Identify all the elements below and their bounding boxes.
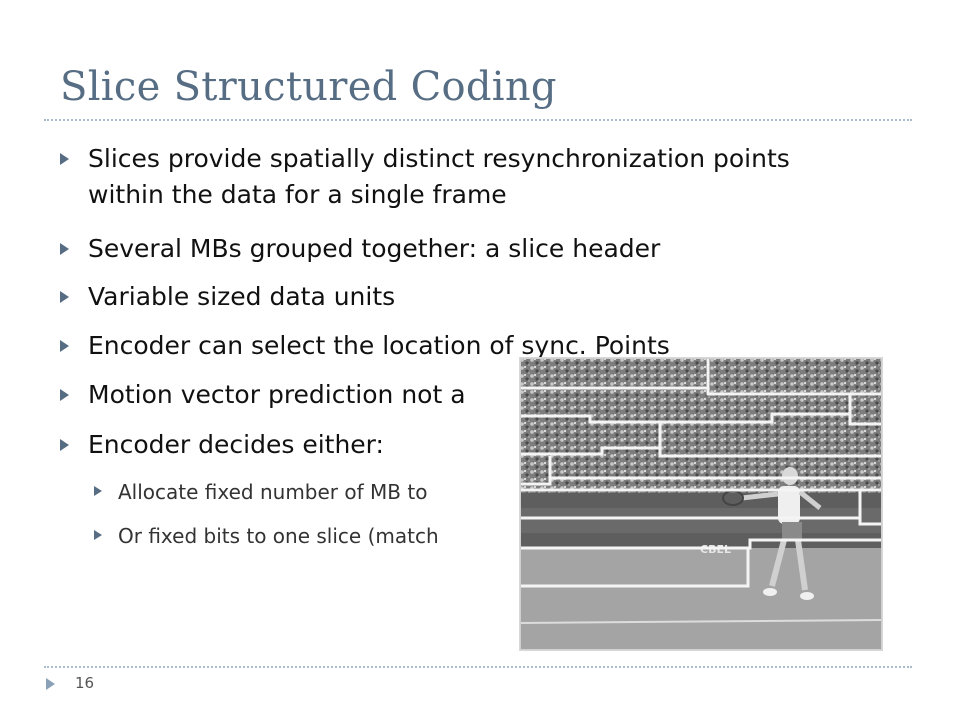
bullet-text: within the data for a single frame (88, 180, 507, 209)
footer-triangle-icon (46, 678, 55, 690)
bullet-text: Encoder decides either: (88, 430, 384, 459)
bullet-text: Motion vector prediction not a (88, 380, 466, 409)
sub-bullet-triangle-icon (94, 486, 102, 496)
sub-bullet-triangle-icon (94, 530, 102, 540)
bullet-item: Encoder can select the location of sync.… (60, 328, 670, 364)
court-line (520, 619, 882, 624)
bullet-triangle-icon (60, 243, 69, 255)
tennis-frame-image: CBEL (520, 358, 882, 650)
sub-bullet-item: Or fixed bits to one slice (match (94, 522, 439, 550)
bullet-item: Motion vector prediction not a (60, 377, 466, 413)
bullet-item: Several MBs grouped together: a slice he… (60, 231, 661, 267)
bullet-triangle-icon (60, 291, 69, 303)
slide-title: Slice Structured Coding (60, 64, 557, 110)
bullet-text: Variable sized data units (88, 282, 396, 311)
sub-bullet-text: Or fixed bits to one slice (match (118, 524, 439, 548)
bullet-triangle-icon (60, 153, 69, 165)
bullet-text: Several MBs grouped together: a slice he… (88, 234, 661, 263)
slice-boundaries (520, 358, 882, 588)
bullet-triangle-icon (60, 340, 69, 352)
footer-divider (44, 666, 912, 668)
bullet-text: Encoder can select the location of sync.… (88, 331, 670, 360)
bullet-item: Encoder decides either: (60, 427, 384, 463)
bullet-item: Variable sized data units (60, 279, 396, 315)
bullet-item: Slices provide spatially distinct resync… (60, 141, 790, 213)
bullet-text: Slices provide spatially distinct resync… (88, 144, 790, 173)
wall-shadow-band (520, 508, 882, 533)
court-surface (520, 548, 882, 650)
bullet-triangle-icon (60, 389, 69, 401)
slice-structure-photo: CBEL (520, 358, 882, 650)
bullet-triangle-icon (60, 439, 69, 451)
sub-bullet-text: Allocate fixed number of MB to (118, 480, 428, 504)
page-number: 16 (75, 674, 95, 692)
tennis-player-figure (722, 467, 822, 600)
title-divider (44, 119, 912, 121)
sub-bullet-item: Allocate fixed number of MB to (94, 478, 428, 506)
